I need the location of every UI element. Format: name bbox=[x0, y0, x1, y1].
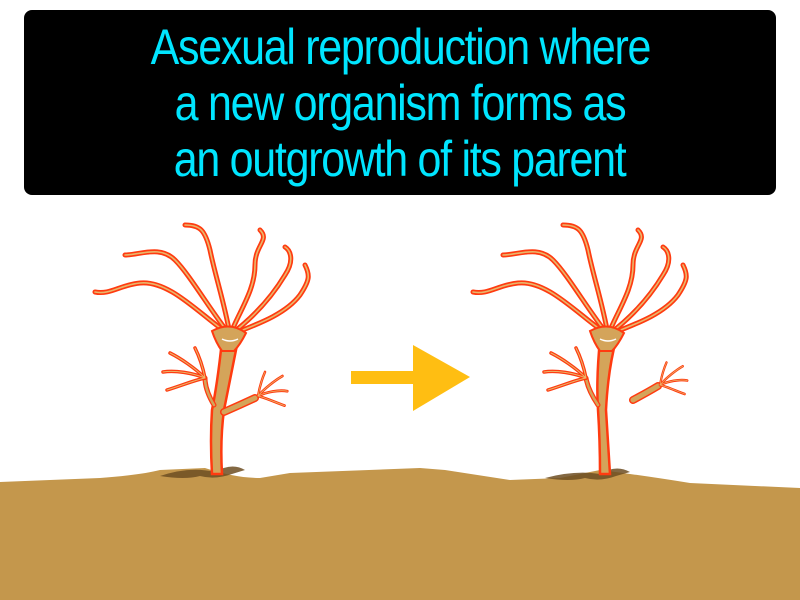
caption-line-3: an outgrowth of its parent bbox=[174, 130, 627, 187]
hydra-parent-with-bud bbox=[95, 225, 308, 476]
ground bbox=[0, 468, 800, 600]
caption-line-2: a new organism forms as bbox=[174, 74, 627, 131]
hydra-parent-after-detachment bbox=[473, 225, 686, 476]
detached-bud bbox=[629, 361, 689, 404]
caption-box: Asexual reproduction where a new organis… bbox=[24, 10, 776, 195]
caption-line-1: Asexual reproduction where bbox=[150, 18, 651, 75]
right-arrow-icon bbox=[351, 345, 470, 411]
